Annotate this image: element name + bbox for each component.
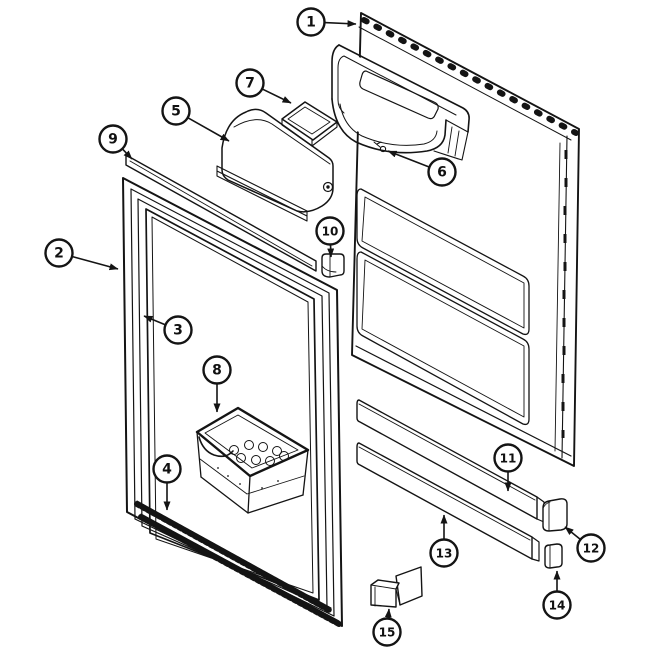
callout-circle bbox=[98, 124, 128, 154]
bin-scallop bbox=[198, 436, 234, 458]
callout-number: 2 bbox=[54, 246, 64, 262]
callout-leader-arrow bbox=[261, 88, 292, 104]
callout-circle bbox=[493, 443, 523, 473]
eggs bbox=[229, 440, 289, 466]
door-shelf-recess-lower bbox=[356, 251, 530, 426]
callout-11[interactable]: 11 bbox=[493, 443, 523, 492]
callout-number: 12 bbox=[583, 542, 600, 556]
callout-circle bbox=[429, 538, 459, 568]
callout-circle bbox=[576, 533, 606, 563]
pocket-opening bbox=[359, 70, 439, 120]
callout-number: 6 bbox=[437, 165, 447, 181]
callout-circle bbox=[315, 216, 345, 246]
callout-14[interactable]: 14 bbox=[542, 570, 572, 620]
callout-circle bbox=[161, 96, 191, 126]
callout-leader-arrow bbox=[71, 255, 119, 271]
callout-8[interactable]: 8 bbox=[202, 355, 232, 413]
callout-circle bbox=[427, 157, 457, 187]
screw bbox=[373, 141, 387, 153]
callout-circle bbox=[202, 355, 232, 385]
callout-leader-arrow bbox=[324, 20, 357, 28]
dairy-dish bbox=[281, 101, 338, 147]
end-cap-small bbox=[544, 543, 563, 569]
callout-leader-arrow bbox=[384, 608, 392, 619]
callout-2[interactable]: 2 bbox=[44, 238, 119, 271]
callout-number: 14 bbox=[549, 599, 566, 613]
inner-door-panel bbox=[331, 12, 580, 467]
callout-number: 10 bbox=[322, 225, 339, 239]
callout-number: 11 bbox=[500, 452, 517, 466]
callout-7[interactable]: 7 bbox=[235, 68, 292, 104]
callout-1[interactable]: 1 bbox=[296, 7, 357, 37]
callout-circle bbox=[372, 617, 402, 647]
door-bottom-band bbox=[355, 345, 572, 457]
callout-number: 8 bbox=[212, 363, 222, 379]
callout-leader-arrow bbox=[187, 116, 230, 142]
hinge-bracket bbox=[370, 566, 423, 608]
top-trim-strip bbox=[125, 154, 317, 272]
callout-number: 3 bbox=[173, 323, 183, 339]
cover-rail bbox=[216, 165, 308, 222]
callout-leader-arrow bbox=[387, 150, 430, 168]
callout-circle bbox=[44, 238, 74, 268]
callout-leader-arrow bbox=[121, 148, 133, 160]
callout-circle bbox=[152, 454, 182, 484]
callout-6[interactable]: 6 bbox=[387, 150, 457, 187]
callout-circle bbox=[542, 590, 572, 620]
callout-number: 1 bbox=[306, 15, 316, 31]
end-cap-right bbox=[542, 498, 568, 532]
callout-circle bbox=[235, 68, 265, 98]
callout-number: 7 bbox=[245, 76, 255, 92]
callout-4[interactable]: 4 bbox=[152, 454, 182, 511]
callout-3[interactable]: 3 bbox=[143, 315, 193, 345]
callout-number: 15 bbox=[379, 626, 396, 640]
callout-15[interactable]: 15 bbox=[372, 608, 402, 647]
callout-circle bbox=[296, 7, 326, 37]
callout-10[interactable]: 10 bbox=[315, 216, 345, 258]
outer-door-panel bbox=[122, 177, 343, 627]
callout-leader-arrow bbox=[564, 526, 582, 541]
top-edge-ticks bbox=[361, 17, 579, 136]
callout-13[interactable]: 13 bbox=[429, 514, 459, 568]
end-cap-clip bbox=[321, 253, 345, 278]
callout-number: 9 bbox=[108, 132, 118, 148]
hinge-rail bbox=[554, 135, 568, 459]
callout-leader-arrow bbox=[143, 315, 166, 326]
callout-number: 5 bbox=[171, 104, 181, 120]
callout-circle bbox=[163, 315, 193, 345]
door-shelf-recess-upper bbox=[356, 188, 530, 336]
bin-speckles bbox=[217, 467, 279, 489]
callout-9[interactable]: 9 bbox=[98, 124, 133, 160]
callout-number: 4 bbox=[162, 462, 172, 478]
callout-12[interactable]: 12 bbox=[564, 526, 606, 563]
bottom-trim-strip bbox=[134, 500, 342, 627]
shelf-rail-lower bbox=[356, 442, 540, 562]
egg-bin bbox=[195, 406, 310, 514]
callout-number: 13 bbox=[436, 547, 453, 561]
callout-5[interactable]: 5 bbox=[161, 96, 230, 142]
dairy-compartment-cover bbox=[216, 108, 334, 222]
